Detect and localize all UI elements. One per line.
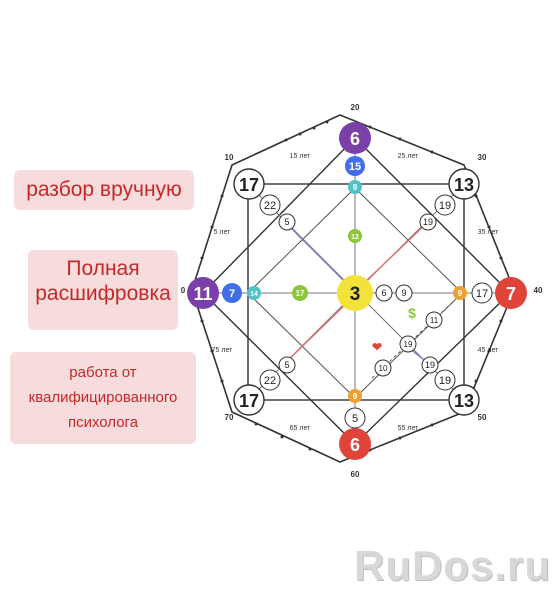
- female-line: [364, 221, 429, 283]
- top-inner-value: 15: [349, 161, 361, 173]
- age-top-left: 10: [225, 153, 234, 162]
- center-right-value-2: 9: [401, 288, 406, 298]
- top-node-value: 6: [350, 129, 360, 149]
- top-green-value: 12: [351, 234, 359, 241]
- full-decoding-label: Полная расшифровка: [28, 250, 178, 330]
- age-35: 35 лет: [478, 229, 499, 236]
- age-top-right: 30: [478, 153, 487, 162]
- tl-inner-value: 22: [264, 200, 276, 212]
- age-bottom-left: 70: [225, 413, 234, 422]
- corner-tr-circle: [448, 168, 480, 200]
- br-small-value: 19: [425, 360, 435, 370]
- bottom-yellow-value: 9: [353, 392, 358, 401]
- bottom-inner-value: 5: [352, 413, 358, 425]
- diag-node-2: [399, 335, 417, 353]
- age-25: 25 лет: [398, 153, 419, 160]
- psychologist-line1: работа от: [69, 364, 137, 381]
- heart-icon: ❤: [372, 340, 382, 354]
- age-55: 55 лет: [398, 425, 419, 432]
- bl-small-circle: [278, 356, 296, 374]
- age-bottom-right: 50: [478, 413, 487, 422]
- corner-tr-value: 13: [454, 175, 474, 195]
- bottom-node: [339, 428, 371, 460]
- left-teal-value: 14: [250, 291, 258, 298]
- bottom-inner-node: [344, 407, 366, 429]
- left-green-value: 17: [296, 289, 305, 298]
- corner-tl-circle: [233, 168, 265, 200]
- left-teal-node: [247, 286, 261, 300]
- left-inner-value: 7: [229, 288, 235, 300]
- right-orange-value: 9: [458, 289, 463, 298]
- tr-small-circle: [419, 213, 437, 231]
- bl-inner-value: 22: [264, 375, 276, 387]
- age-65: 65 лет: [290, 425, 311, 432]
- corner-bl-value: 17: [239, 391, 259, 411]
- psychologist-line3: психолога: [67, 414, 139, 431]
- center-right-node-1: [375, 284, 393, 302]
- age-ticks: [200, 120, 503, 452]
- tl-small-circle: [278, 213, 296, 231]
- left-inner-node: [222, 283, 242, 303]
- full-decoding-line1: Полная: [66, 257, 140, 280]
- br-inner-circle: [434, 369, 456, 391]
- age-15: 15 лет: [290, 153, 311, 160]
- left-node: [187, 277, 219, 309]
- psychologist-line2: квалифицированного: [28, 389, 178, 406]
- top-inner-node: [345, 156, 365, 176]
- diag-node-3: [374, 359, 392, 377]
- diag-value-1: 11: [430, 316, 439, 325]
- corner-br-circle: [448, 384, 480, 416]
- top-yellow-value: 9: [353, 183, 358, 192]
- red-line: [281, 301, 349, 367]
- tr-small-value: 19: [423, 217, 433, 227]
- left-node-value: 11: [193, 284, 212, 304]
- full-decoding-line2: расшифровка: [35, 282, 171, 306]
- right-node: [495, 277, 527, 309]
- age-45: 45 лет: [478, 347, 499, 354]
- bl-inner-circle: [259, 369, 281, 391]
- center-right-value-1: 6: [381, 288, 386, 298]
- br-small-circle: [421, 356, 439, 374]
- diag-node-1: [425, 311, 443, 329]
- diag-value-3: 10: [379, 364, 388, 373]
- manual-analysis-label: разбор вручную: [14, 170, 194, 210]
- tl-inner-circle: [259, 194, 281, 216]
- age-left: 0: [181, 286, 186, 295]
- age-bottom: 60: [351, 470, 360, 479]
- top-node: [339, 122, 371, 154]
- age-top: 20: [351, 103, 360, 112]
- center-node: [337, 275, 373, 311]
- bottom-node-value: 6: [350, 435, 360, 455]
- right-inner-value: 17: [476, 288, 488, 300]
- age-75: 75 лет: [212, 347, 233, 354]
- dollar-icon: $: [408, 305, 416, 321]
- center-node-value: 3: [350, 284, 361, 305]
- age-right: 40: [534, 286, 543, 295]
- br-inner-value: 19: [439, 375, 451, 387]
- age-5: 5 лет: [214, 229, 232, 236]
- center-right-node-2: [395, 284, 413, 302]
- outer-octagon: [191, 114, 515, 463]
- tr-inner-value: 19: [439, 200, 451, 212]
- right-orange-node: [453, 286, 467, 300]
- bl-small-value: 5: [284, 360, 289, 370]
- corner-br-value: 13: [454, 391, 474, 411]
- watermark-logo: RuDos.ru: [354, 542, 551, 589]
- psychologist-label: работа от квалифицированного психолога: [10, 352, 196, 444]
- diag-value-2: 19: [404, 340, 413, 349]
- corner-tl-value: 17: [239, 175, 259, 195]
- right-inner-node: [471, 282, 493, 304]
- male-line: [284, 221, 346, 283]
- tl-small-value: 5: [284, 217, 289, 227]
- top-yellow-node: [348, 180, 362, 194]
- corner-bl-circle: [233, 384, 265, 416]
- tr-inner-circle: [434, 194, 456, 216]
- right-node-value: 7: [506, 284, 516, 304]
- left-green-node: [292, 285, 308, 301]
- top-green-node: [348, 229, 362, 243]
- bottom-yellow-node: [348, 389, 362, 403]
